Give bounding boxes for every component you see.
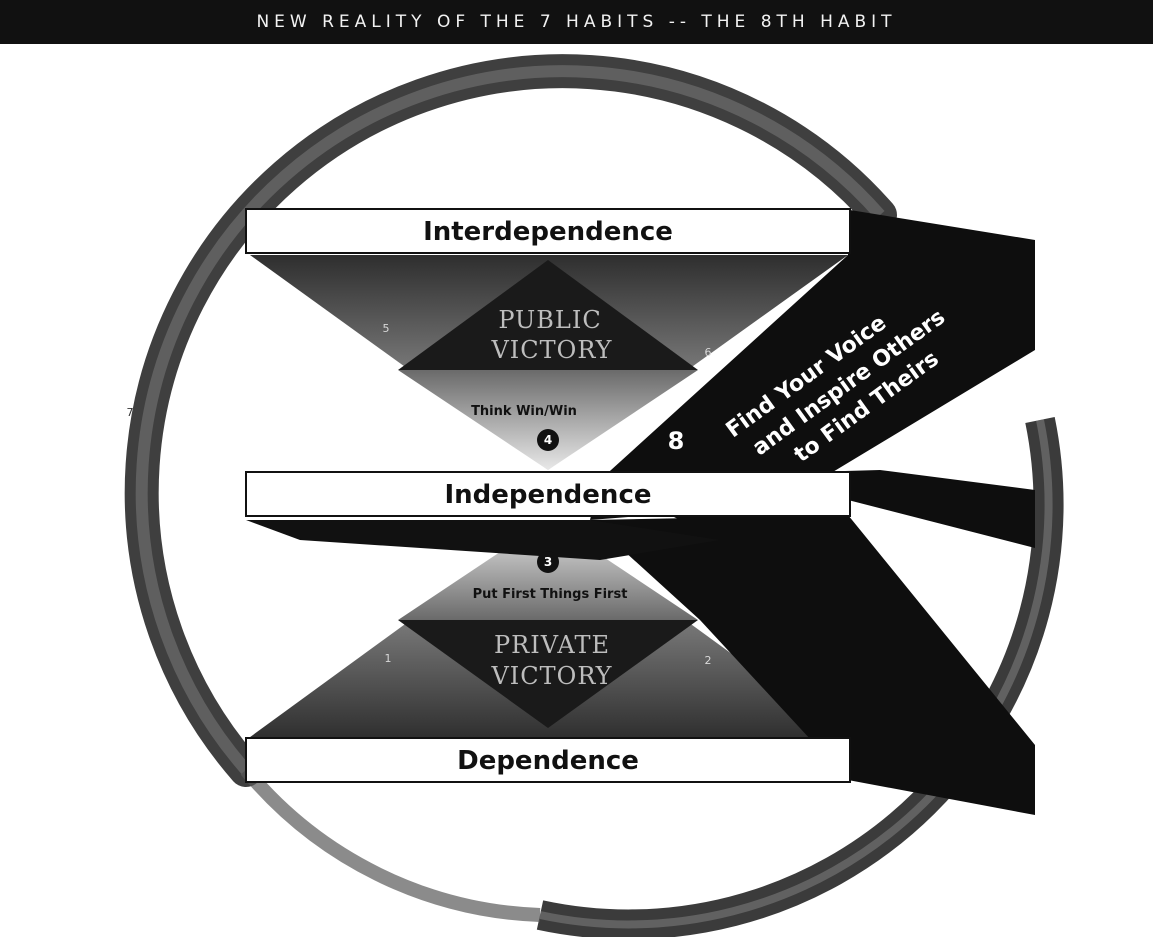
interdependence-label: Interdependence [423, 217, 673, 247]
habit-4-number: 4 [544, 433, 552, 447]
public-victory-line1: PUBLIC [498, 306, 601, 334]
habit-3-number: 3 [544, 555, 552, 569]
dependence-label: Dependence [457, 746, 639, 776]
habit-5-number: 5 [383, 322, 390, 335]
interdependence-bar: Interdependence [246, 209, 850, 253]
habit-2-number: 2 [705, 654, 712, 667]
habit-3-label: Put First Things First [473, 587, 628, 602]
independence-label: Independence [445, 480, 652, 510]
habit-6-number: 6 [705, 346, 712, 359]
habit-7-number: 7 [127, 406, 134, 419]
public-victory-line2: VICTORY [490, 336, 612, 364]
dependence-bar: Dependence [246, 738, 850, 782]
habit-8-number: 8 [668, 427, 685, 455]
habit-4-label: Think Win/Win [471, 404, 577, 419]
private-victory-line2: VICTORY [490, 662, 612, 690]
habit-1-number: 1 [385, 652, 392, 665]
independence-bar: Independence [246, 472, 850, 516]
private-victory-line1: PRIVATE [494, 631, 610, 659]
